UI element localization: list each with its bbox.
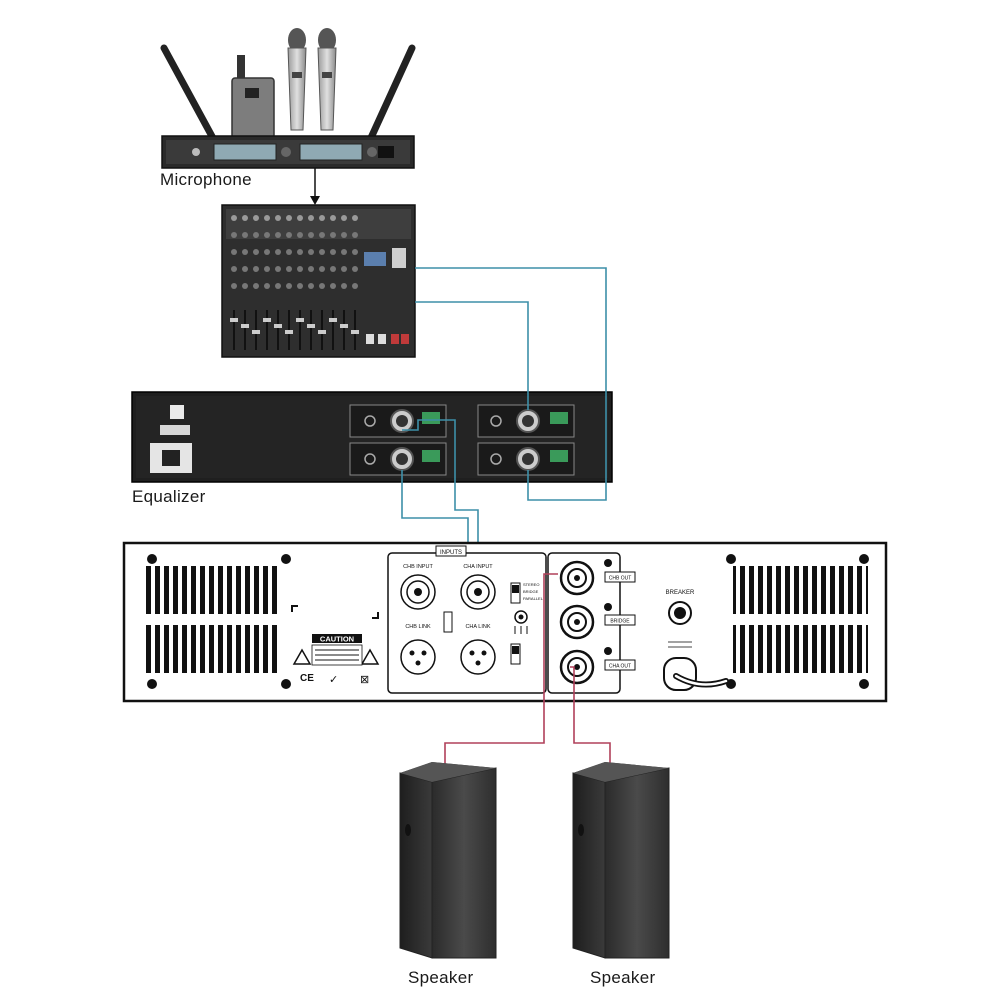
handheld-microphone-2	[317, 28, 337, 131]
mixer-channel-strip	[340, 215, 348, 350]
mixer-channel-strip	[274, 215, 282, 350]
cha-link-xlr-jack	[460, 639, 496, 675]
caution-warning-label: CAUTION CE ✓ ⊠	[292, 634, 380, 686]
mode-bridge-label: BRIDGE	[523, 589, 539, 594]
antenna-right	[366, 44, 416, 144]
power-amplifier-rear-panel: CAUTION CE ✓ ⊠ INPUTS CHB INPUT CHA INPU…	[122, 541, 888, 703]
equalizer-rear-panel	[131, 391, 613, 483]
breaker-label: BREAKER	[666, 590, 695, 596]
mixer-channel-strip	[296, 215, 304, 350]
wireless-microphone-receiver	[160, 28, 416, 169]
power-switch-icon	[378, 146, 394, 158]
mixer-channel-strip	[230, 215, 238, 350]
eq-to-amp-cable-a	[402, 419, 479, 565]
vent-bottom-right	[733, 625, 868, 673]
breaker-button	[668, 601, 692, 625]
caution-text: CAUTION	[320, 635, 354, 644]
ce-mark: CE	[300, 673, 314, 684]
rohs-mark: ✓	[329, 674, 338, 686]
chb-input-combo-jack	[400, 574, 436, 610]
mixer-channel-strips	[230, 215, 359, 350]
mixer-channel-strip	[329, 215, 337, 350]
speaker-right	[572, 762, 670, 959]
amp-to-right-speaker-cable	[570, 666, 611, 768]
handheld-microphone-1	[287, 28, 307, 131]
microphone-label: Microphone	[160, 170, 252, 189]
receiver-to-mixer-arrow	[310, 168, 320, 205]
mixer-channel-strip	[307, 215, 315, 350]
cha-link-label: CHA LINK	[465, 624, 490, 630]
antenna-left	[160, 44, 218, 144]
vent-top-right	[733, 566, 868, 614]
cha-out-label: CHA OUT	[609, 664, 631, 670]
chb-link-label: CHB LINK	[405, 624, 431, 630]
eq-to-amp-cable-b	[401, 470, 469, 565]
mode-parallel-label: PARALLEL	[523, 596, 544, 601]
power-cord-inlet	[663, 657, 729, 691]
weee-bin-icon: ⊠	[360, 674, 369, 686]
mixer-channel-strip	[241, 215, 249, 350]
mode-stereo-label: STEREO	[523, 582, 539, 587]
mixer-channel-strip	[252, 215, 260, 350]
mixer-to-eq-cable-b	[415, 267, 607, 501]
vent-top-left	[146, 566, 281, 614]
audio-mixer	[221, 204, 416, 358]
speaker-right-label: Speaker	[590, 968, 656, 987]
eq-power-switch	[170, 405, 184, 419]
speaker-left-label: Speaker	[408, 968, 474, 987]
cha-input-combo-jack	[460, 574, 496, 610]
mixer-channel-strip	[351, 215, 359, 350]
chb-link-xlr-jack	[400, 639, 436, 675]
receiver-display-2	[299, 143, 363, 161]
inputs-label: INPUTS	[440, 550, 462, 556]
mode-switches: STEREO BRIDGE PARALLEL	[510, 582, 544, 665]
eq-voltage-label	[160, 425, 190, 435]
signal-cables	[401, 267, 607, 565]
mixer-to-eq-cable-a	[415, 301, 529, 410]
mixer-channel-strip	[263, 215, 271, 350]
chb-input-label: CHB INPUT	[403, 564, 433, 570]
ground-lift-switch	[443, 611, 453, 633]
speakon-output-bridge	[559, 604, 595, 640]
mixer-channel-strip	[285, 215, 293, 350]
bodypack-transmitter	[231, 55, 275, 139]
vent-bottom-left	[146, 625, 281, 673]
amp-to-left-speaker-cable	[444, 573, 558, 768]
speakon-output-b	[559, 560, 595, 596]
speaker-left	[399, 762, 497, 959]
mixer-display	[364, 252, 386, 266]
bridge-out-label: BRIDGE	[610, 619, 630, 625]
receiver-display-1	[213, 143, 277, 161]
equalizer-label: Equalizer	[132, 487, 206, 506]
mixer-channel-strip	[318, 215, 326, 350]
cha-input-label: CHA INPUT	[463, 564, 493, 570]
speakon-output-a	[559, 649, 595, 685]
chb-out-label: CHB OUT	[609, 576, 632, 582]
speaker-cables	[444, 573, 611, 768]
